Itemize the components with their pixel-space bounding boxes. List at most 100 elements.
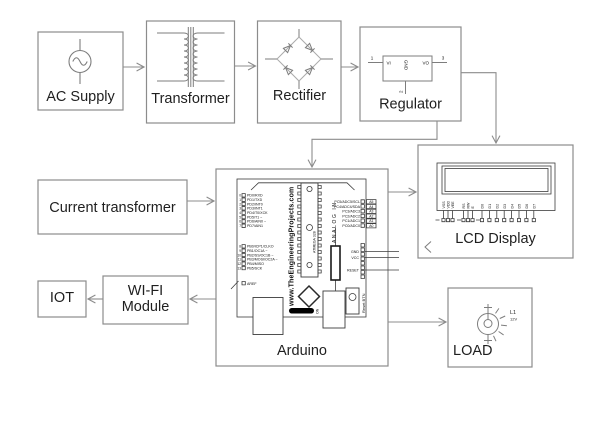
arduino-box (215, 168, 389, 367)
regulator-pin1-label: 1 (371, 56, 374, 61)
arduino-analog-name: A2 (369, 214, 373, 218)
arduino-pin-label: PD2/INT0 (247, 202, 263, 206)
lcd-pin-label: E (471, 206, 475, 209)
arduino-pin-label: PC2/ADC2 (342, 214, 360, 218)
lcd-pin-label: D7 (533, 204, 537, 209)
arduino-pin-number: 12 (237, 262, 241, 266)
block-load: L1 12V LOAD (447, 287, 533, 368)
arduino-pin-number: 11 (238, 258, 242, 262)
lcd-label: LCD Display (455, 231, 536, 247)
arduino-pin-label: PC5/ADC5/SCL (334, 200, 360, 204)
current-transformer-label: Current transformer (49, 200, 176, 216)
load-label: LOAD (453, 343, 493, 359)
wifi-label-line1: WI-FI (128, 283, 163, 299)
arduino-label: Arduino (277, 343, 327, 359)
regulator-vi-label: VI (387, 61, 391, 66)
lcd-pin-label: VSS (442, 201, 446, 209)
arduino-pin-number: 1 (239, 198, 241, 202)
arduino-analog-name: A5 (369, 200, 373, 204)
lcd-pin-label: D0 (481, 204, 485, 209)
arduino-analog-name: A1 (369, 219, 373, 223)
iot-label: IOT (50, 290, 74, 306)
lcd-pin-label: RS (462, 203, 466, 209)
arduino-pin-number: 0 (239, 194, 241, 198)
arduino-pin-label: PB2/SS/OC1B ~ (247, 253, 273, 257)
block-regulator: VI VO GND 1 3 2 Regulator (359, 26, 462, 122)
regulator-box (359, 26, 462, 122)
lcd-pin-label: D1 (488, 204, 492, 209)
iot-box (37, 280, 87, 318)
block-wifi-module: WI-FI Module (102, 275, 189, 325)
power-jack-icon (322, 290, 346, 329)
arduino-watermark: www.TheEngineeringProjects.com (289, 187, 296, 307)
arduino-pin-label: PB4/MISO (247, 262, 264, 266)
arduino-analog-name: A0 (369, 224, 373, 228)
ac-supply-label: AC Supply (46, 89, 115, 105)
arduino-pin-number: 13 (237, 266, 241, 270)
lcd-pin-label: D5 (518, 204, 522, 209)
lcd-pin-label: VDD (447, 201, 451, 209)
connector-regulator-to-arduino (312, 121, 438, 167)
bridge-rectifier-icon (265, 29, 333, 89)
arduino-pin-label: PB5/SCK (247, 266, 263, 270)
regulator-gnd-label: GND (404, 60, 409, 71)
load-box (447, 287, 533, 368)
lcd-pin-label: D2 (496, 204, 500, 209)
block-rectifier: Rectifier (256, 20, 342, 124)
arduino-pin-label: PD5/T1 ~ (247, 215, 262, 219)
lcd-module-icon: VSS VDD VEE RS RW E D0 D1 D2 D3 D4 D5 D6… (424, 162, 556, 253)
arduino-pin-number: 2 (239, 202, 241, 206)
arduino-pin-number: 5 (239, 215, 241, 219)
ac-supply-box (37, 31, 124, 111)
transformer-box (145, 20, 236, 124)
reset-button-icon: Reset BTN (345, 287, 366, 315)
arduino-power-header: GND VCC RESET (347, 243, 399, 279)
lcd-pin-label: D3 (503, 204, 507, 209)
ac-source-icon (68, 39, 92, 84)
arduino-power-label: RESET (347, 269, 360, 273)
arduino-pin-number: 10 (237, 253, 241, 257)
lamp-voltage-label: 12V (510, 317, 517, 322)
arduino-pin-label: PD6/AIN0 ~ (247, 220, 266, 224)
lcd-pin-leads (435, 210, 536, 223)
arduino-pin-label: PD7/AIN1 (247, 224, 263, 228)
arduino-power-label: VCC (351, 256, 359, 260)
lcd-pin-label: VEE (451, 201, 455, 209)
arduino-analog-name: A4 (369, 205, 373, 209)
wifi-label-line2: Module (122, 299, 170, 315)
arduino-analog-name: A3 (369, 210, 373, 214)
arduino-pin-label: PD0/RXD (247, 194, 263, 198)
arduino-pin-label: PB3/MOSI/OC2A ~ (247, 258, 278, 262)
usb-connector-icon (252, 297, 284, 335)
arduino-analog-in-label: ANALOG IN (332, 201, 338, 243)
arduino-pin-number: 4 (239, 211, 241, 215)
arduino-pin-number: 6 (239, 220, 241, 224)
regulator-label: Regulator (379, 97, 442, 113)
voltage-regulator-icon: VI VO GND 1 3 2 (368, 55, 447, 94)
arduino-pin-label: PB0/ICP1/CLKO (247, 245, 274, 249)
block-iot: IOT (37, 280, 87, 318)
rectifier-label: Rectifier (273, 88, 326, 104)
wifi-box (102, 275, 189, 325)
arduino-on-label: ON (316, 308, 320, 314)
block-transformer: Transformer (145, 20, 236, 124)
arduino-pb-header: 8 9 10 11 12 13 PB0/ICP1/CLKO PB1/OC1A ~… (230, 244, 278, 290)
arduino-pin-label: PC0/ADC0 (342, 224, 360, 228)
block-ac-supply: AC Supply (37, 31, 124, 111)
arduino-pin-number: 8 (239, 245, 241, 249)
arduino-pin-label: PB1/OC1A ~ (247, 249, 267, 253)
lcd-box (417, 144, 574, 259)
arduino-pin-label: PD3/INT1 (247, 207, 263, 211)
block-arduino: 0 1 2 3 4 5 6 7 PD0/RXD PD1/TXD PD2/INT0… (215, 168, 399, 367)
arduino-chip: ATMEGA 328 (297, 182, 322, 278)
block-lcd-display: VSS VDD VEE RS RW E D0 D1 D2 D3 D4 D5 D6… (417, 144, 574, 259)
arduino-pin-number: 3 (239, 207, 241, 211)
regulator-vo-label: VO (422, 61, 429, 66)
current-transformer-box (37, 179, 188, 235)
transformer-label: Transformer (151, 91, 230, 107)
arduino-pin-label: PC4/ADC4/SDA (334, 205, 361, 209)
arduino-pin-label: PD4/T0/XCK (247, 211, 268, 215)
arduino-power-label: GND (351, 250, 359, 254)
